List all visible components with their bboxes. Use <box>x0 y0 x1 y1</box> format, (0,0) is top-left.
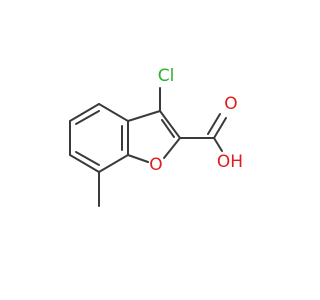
bond-o1-c7a <box>127 154 149 163</box>
hydroxyl-label: OH <box>217 152 243 172</box>
bond-c3-c2-inner <box>161 119 175 138</box>
bond-c3a-c3 <box>127 110 161 122</box>
bond-c-o-1 <box>213 117 227 139</box>
bond-c4-c5-inner <box>75 110 100 125</box>
structure-canvas: Cl O O OH <box>69 66 244 207</box>
bond-c3a-c4 <box>98 103 129 122</box>
chlorine-label: Cl <box>158 66 175 86</box>
ring-oxygen-label: O <box>149 155 162 175</box>
bond-c6-c7-inner <box>75 151 100 166</box>
bond-c7-c7a <box>98 154 129 173</box>
bond-c-o-2 <box>207 113 221 135</box>
bonds <box>69 87 227 207</box>
bond-c2-o1 <box>163 137 181 159</box>
bond-c-oh <box>213 137 223 152</box>
bond-c4-c5 <box>69 103 100 122</box>
bond-c3-c2 <box>159 110 181 139</box>
carbonyl-oxygen-label: O <box>224 94 237 114</box>
molecule-structure: Cl O O OH <box>69 66 243 207</box>
bond-c6-c7 <box>69 154 100 173</box>
atom-labels: Cl O O OH <box>149 66 243 175</box>
